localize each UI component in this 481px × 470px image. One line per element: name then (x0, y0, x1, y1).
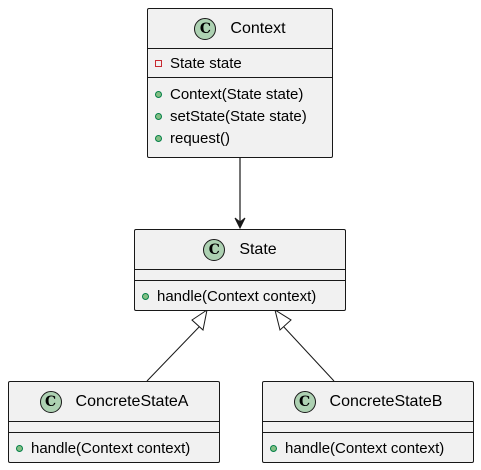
class-c-icon: C (194, 17, 217, 40)
method-text: request() (170, 129, 231, 147)
class-concretestateb-methods: handle(Context context) (263, 433, 473, 463)
class-context-name: Context (230, 19, 286, 37)
class-concretestateb-attributes (263, 422, 473, 433)
class-concretestatea-header: C ConcreteStateA (9, 382, 219, 422)
class-concretestateb-name: ConcreteStateB (329, 392, 443, 410)
inheritance-arrowhead-b (274, 308, 292, 331)
class-state-methods: handle(Context context) (135, 281, 345, 311)
private-visibility-icon (155, 59, 162, 67)
class-c-icon: C (203, 238, 226, 261)
class-concretestatea-name: ConcreteStateA (75, 392, 189, 410)
method-row: handle(Context context) (9, 437, 219, 459)
method-row: handle(Context context) (135, 285, 345, 307)
inheritance-edge-concretestateb-state (282, 325, 335, 382)
public-visibility-icon (155, 112, 162, 120)
class-context-attributes: State state (148, 49, 332, 78)
class-context-header: C Context (148, 9, 332, 49)
public-visibility-icon (270, 444, 277, 452)
method-row: setState(State state) (148, 105, 332, 127)
association-arrowhead (234, 217, 246, 230)
class-state-name: State (239, 240, 277, 258)
public-visibility-icon (16, 444, 23, 452)
class-concretestateb-header: C ConcreteStateB (263, 382, 473, 422)
class-state-attributes (135, 270, 345, 281)
public-visibility-icon (155, 90, 162, 98)
public-visibility-icon (155, 134, 162, 142)
public-visibility-icon (142, 292, 149, 300)
class-context[interactable]: C Context State state Context(State stat… (147, 8, 333, 158)
class-c-icon: C (293, 390, 316, 413)
class-context-methods: Context(State state) setState(State stat… (148, 78, 332, 154)
inheritance-edge-concretestatea-state (146, 325, 201, 382)
class-state-header: C State (135, 230, 345, 270)
class-concretestatea-methods: handle(Context context) (9, 433, 219, 463)
method-text: setState(State state) (170, 107, 307, 125)
attribute-text: State state (170, 54, 242, 72)
method-text: handle(Context context) (157, 287, 317, 305)
class-concretestateb[interactable]: C ConcreteStateB handle(Context context) (262, 381, 474, 463)
method-text: handle(Context context) (285, 439, 445, 457)
method-text: handle(Context context) (31, 439, 191, 457)
method-row: request() (148, 127, 332, 149)
class-concretestatea[interactable]: C ConcreteStateA handle(Context context) (8, 381, 220, 463)
inheritance-arrowhead-a (191, 308, 208, 331)
method-row: handle(Context context) (263, 437, 473, 459)
method-row: Context(State state) (148, 83, 332, 105)
attribute-row: State state (148, 52, 332, 74)
method-text: Context(State state) (170, 85, 304, 103)
class-concretestatea-attributes (9, 422, 219, 433)
class-c-icon: C (39, 390, 62, 413)
class-state[interactable]: C State handle(Context context) (134, 229, 346, 311)
